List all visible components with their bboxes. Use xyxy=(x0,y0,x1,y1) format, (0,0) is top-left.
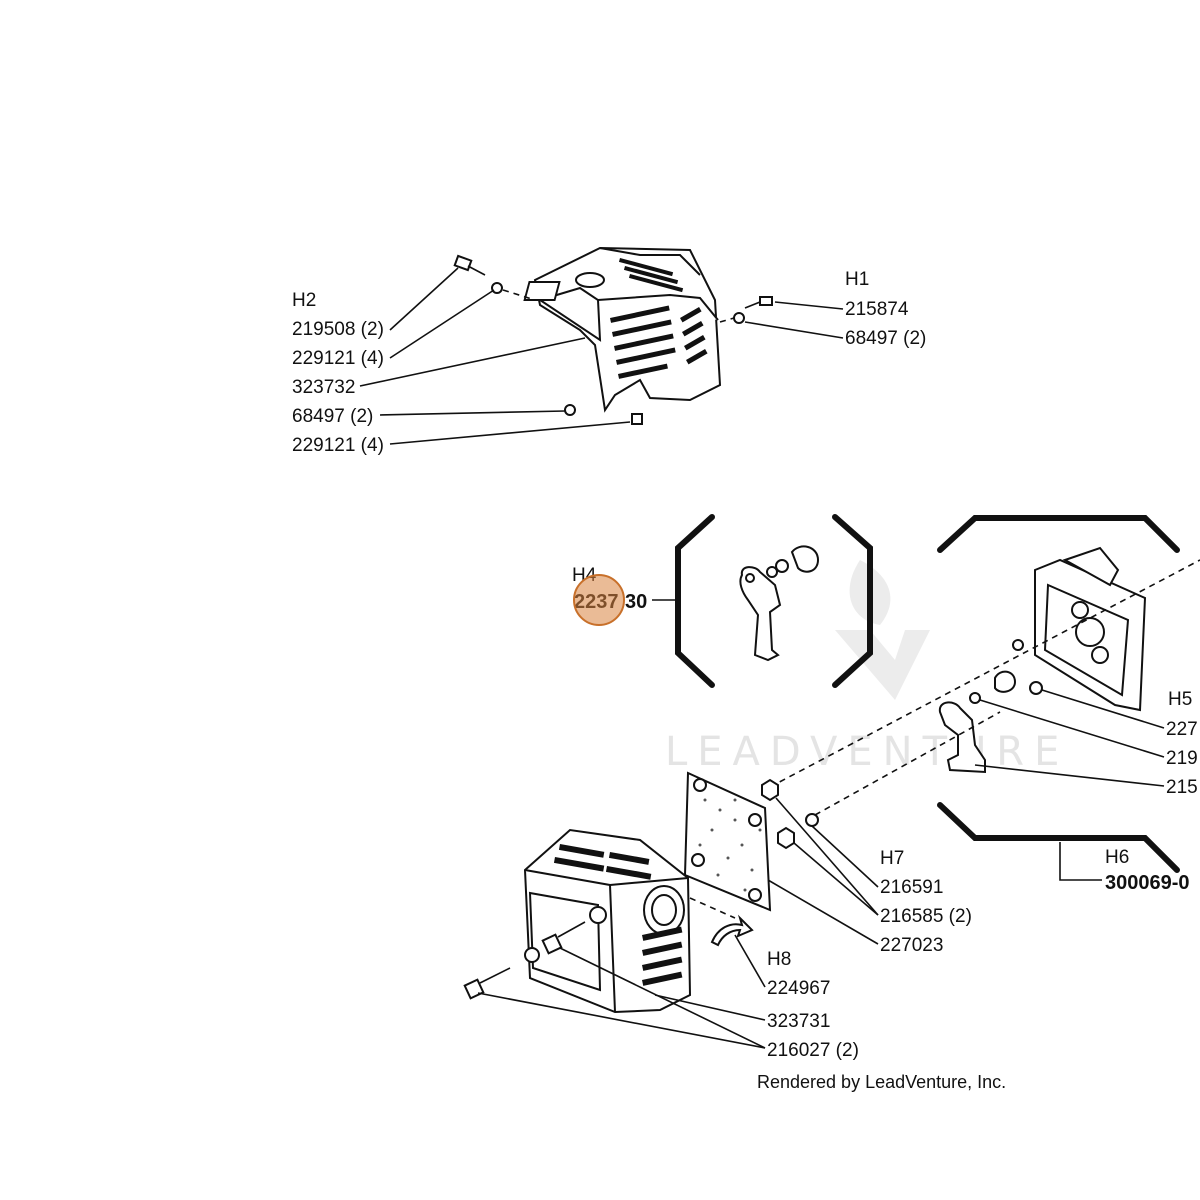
ref-h8: H8 xyxy=(767,949,791,970)
part-number-224967[interactable]: 224967 xyxy=(767,978,830,999)
ref-h2: H2 xyxy=(292,290,316,311)
part-number-68497-h1[interactable]: 68497 (2) xyxy=(845,328,926,349)
ref-h6: H6 xyxy=(1105,847,1129,868)
part-number-219508[interactable]: 219508 (2) xyxy=(292,319,384,340)
muffler-drawing xyxy=(463,771,819,1014)
part-number-215874[interactable]: 215874 xyxy=(845,299,909,320)
part-number-229121-b[interactable]: 229121 (4) xyxy=(292,435,384,456)
part-number-68497-h2[interactable]: 68497 (2) xyxy=(292,406,373,427)
part-number-216585[interactable]: 216585 (2) xyxy=(880,906,972,927)
part-number-223730-suffix[interactable]: 30 xyxy=(625,591,647,613)
callout-group-h1: H1 215874 68497 (2) xyxy=(744,269,926,349)
part-number-323731[interactable]: 323731 xyxy=(767,1011,830,1032)
part-number-229121-a[interactable]: 229121 (4) xyxy=(292,348,384,369)
callout-group-h7: H7 216591 216585 (2) 227023 xyxy=(767,797,972,956)
callout-group-h8: H8 224967 323731 216027 (2) xyxy=(477,934,859,1061)
part-number-215-partial[interactable]: 215 xyxy=(1166,777,1198,798)
ref-h5: H5 xyxy=(1168,689,1192,710)
part-number-216591[interactable]: 216591 xyxy=(880,877,943,898)
callout-group-h4: H4 2237 30 xyxy=(572,565,676,626)
part-number-227-partial[interactable]: 227 xyxy=(1166,719,1198,740)
watermark-logo xyxy=(835,560,930,700)
callout-group-h5: H5 227 219 215 xyxy=(974,689,1198,798)
part-number-216027[interactable]: 216027 (2) xyxy=(767,1040,859,1061)
credit-text: Rendered by LeadVenture, Inc. xyxy=(757,1072,1006,1092)
ref-h1: H1 xyxy=(845,269,869,290)
h4-detail-drawing xyxy=(675,514,873,688)
part-number-323732[interactable]: 323732 xyxy=(292,377,355,398)
callout-group-h6: H6 300069-0 xyxy=(1059,842,1190,894)
h6-detail-drawing xyxy=(769,515,1200,873)
part-number-227023[interactable]: 227023 xyxy=(880,935,943,956)
part-number-300069[interactable]: 300069-0 xyxy=(1105,872,1190,894)
hotspot-marker[interactable] xyxy=(573,574,625,626)
callout-group-h2: H2 219508 (2) 229121 (4) 323732 68497 (2… xyxy=(292,267,631,456)
ref-h7: H7 xyxy=(880,848,904,869)
part-number-219-partial[interactable]: 219 xyxy=(1166,748,1198,769)
top-cover-drawing xyxy=(453,246,773,425)
